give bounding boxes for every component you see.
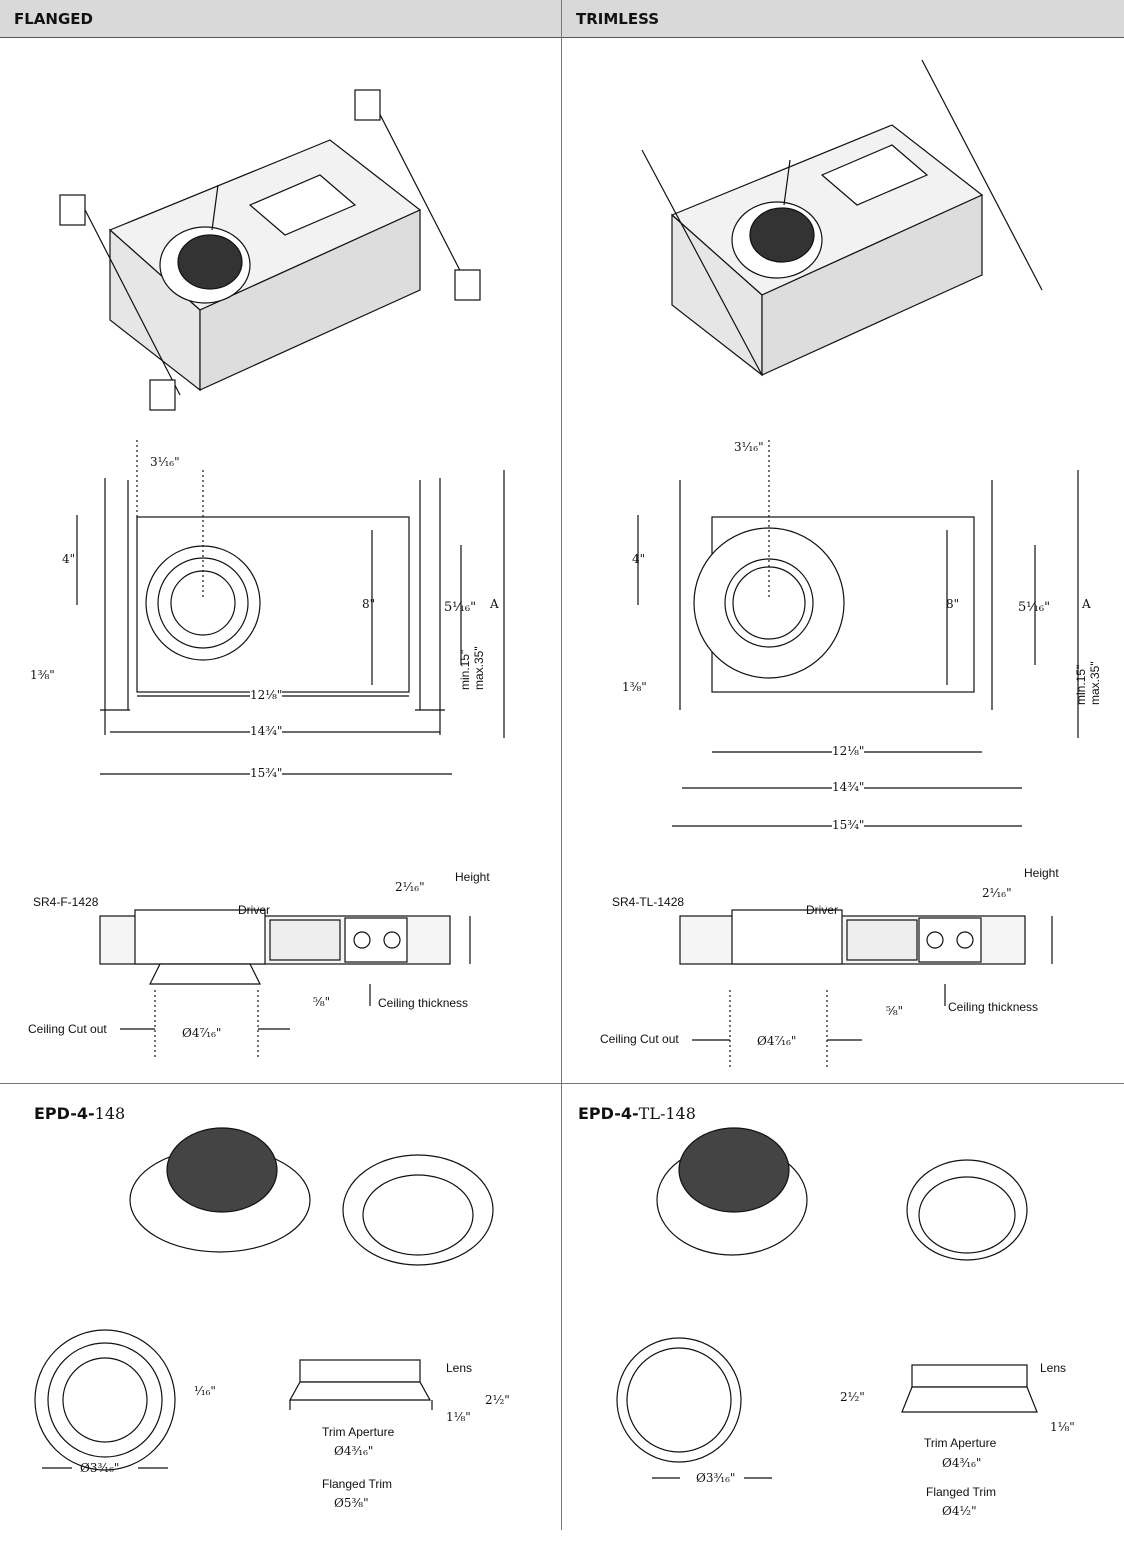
trim-height: 2¹⁄₂" bbox=[840, 1390, 865, 1404]
dim-5-1-16: 5¹⁄₁₆" bbox=[1018, 600, 1051, 615]
section-thickness-label: Ceiling thickness bbox=[948, 1000, 1039, 1014]
width-15: 15³⁄₄" bbox=[832, 818, 865, 832]
width-12: 12¹⁄₈" bbox=[832, 744, 865, 758]
column-divider bbox=[561, 0, 562, 1530]
trim-aperture-val: Ø4³⁄₁₆" bbox=[334, 1444, 374, 1458]
section-model: SR4-TL-1428 bbox=[612, 895, 685, 909]
section-height-label: Height bbox=[1024, 866, 1059, 880]
section-cutout-val: Ø4⁷⁄₁₆" bbox=[757, 1034, 797, 1048]
section-thickness-label: Ceiling thickness bbox=[378, 996, 469, 1010]
section-thickness-val: ⁵⁄₈" bbox=[886, 1004, 904, 1018]
trim-flanged-label: Flanged Trim bbox=[926, 1485, 997, 1499]
trim-front-dia: Ø3³⁄₁₆" bbox=[80, 1461, 120, 1475]
trimless-plan-view bbox=[637, 440, 1079, 827]
dim-5-1-16: 5¹⁄₁₆" bbox=[444, 600, 477, 615]
trim-flanged-label: Flanged Trim bbox=[322, 1477, 393, 1491]
height-max: max.35" bbox=[472, 646, 486, 690]
trim-flanged-val: Ø4¹⁄₂" bbox=[942, 1504, 977, 1518]
width-15: 15³⁄₄" bbox=[250, 766, 283, 780]
dim-8: 8" bbox=[362, 597, 376, 611]
trim-flange: ¹⁄₁₆" bbox=[194, 1384, 216, 1398]
width-14: 14³⁄₄" bbox=[250, 724, 283, 738]
trim-front-dia: Ø3³⁄₁₆" bbox=[696, 1471, 736, 1485]
dim-8: 8" bbox=[946, 597, 960, 611]
section-height-val: 2¹⁄₁₆" bbox=[395, 880, 425, 894]
section-cutout-val: Ø4⁷⁄₁₆" bbox=[182, 1026, 222, 1040]
flanged-plan-view bbox=[76, 440, 505, 775]
flanged-section-view bbox=[99, 909, 471, 1060]
width-14: 14³⁄₄" bbox=[832, 780, 865, 794]
dim-top-offset: 3¹⁄₁₆" bbox=[150, 455, 180, 469]
trimless-section-view bbox=[679, 909, 1053, 1070]
flanged-drawings bbox=[34, 89, 505, 1471]
trim-flanged-val: Ø5³⁄₈" bbox=[334, 1496, 369, 1510]
height-min: min.15" bbox=[458, 649, 472, 690]
section-cutout-label: Ceiling Cut out bbox=[28, 1022, 107, 1036]
trimless-isometric-housing bbox=[641, 59, 1043, 377]
section-driver: Driver bbox=[806, 903, 838, 917]
trim-aperture-val: Ø4³⁄₁₆" bbox=[942, 1456, 982, 1470]
flanged-labels: 3¹⁄₁₆" 4" 8" 5¹⁄₁₆" A min.15" max.35" 1³… bbox=[0, 0, 561, 1530]
section-cutout-label: Ceiling Cut out bbox=[600, 1032, 679, 1046]
header-flanged: FLANGED bbox=[0, 0, 561, 38]
dim-1-3-8: 1³⁄₈" bbox=[622, 680, 647, 694]
dim-a: A bbox=[490, 597, 499, 611]
dim-1-3-8: 1³⁄₈" bbox=[30, 668, 55, 682]
dim-4: 4" bbox=[62, 552, 76, 566]
trim-lens: Lens bbox=[446, 1361, 473, 1375]
product-code-flanged: EPD-4-148 bbox=[34, 1104, 126, 1123]
dim-a: A bbox=[1082, 597, 1091, 611]
trimless-product-views bbox=[616, 1127, 1038, 1479]
section-model: SR4-F-1428 bbox=[33, 895, 99, 909]
flanged-product-views bbox=[34, 1127, 494, 1471]
trimless-labels: 3¹⁄₁₆" 4" 8" 5¹⁄₁₆" A min.15" max.35" 1³… bbox=[562, 0, 1124, 1530]
trim-lens-drop: 1¹⁄₈" bbox=[446, 1410, 471, 1424]
section-driver: Driver bbox=[238, 903, 270, 917]
header-trimless: TRIMLESS bbox=[562, 0, 1124, 38]
trim-aperture-label: Trim Aperture bbox=[322, 1425, 395, 1439]
dim-4: 4" bbox=[632, 552, 646, 566]
trim-aperture-label: Trim Aperture bbox=[924, 1436, 997, 1450]
section-height-val: 2¹⁄₁₆" bbox=[982, 886, 1012, 900]
height-min: min.15" bbox=[1074, 664, 1088, 705]
width-12: 12¹⁄₈" bbox=[250, 688, 283, 702]
flanged-isometric-housing bbox=[59, 89, 481, 411]
trim-height: 2¹⁄₂" bbox=[485, 1393, 510, 1407]
trim-lens: Lens bbox=[1040, 1361, 1067, 1375]
section-height-label: Height bbox=[455, 870, 490, 884]
product-code-trimless: EPD-4-TL-148 bbox=[578, 1104, 696, 1123]
section-divider bbox=[0, 1083, 1124, 1084]
trimless-drawings bbox=[616, 59, 1079, 1479]
section-thickness-val: ⁵⁄₈" bbox=[313, 995, 331, 1009]
dim-top-offset: 3¹⁄₁₆" bbox=[734, 440, 764, 454]
trim-lens-drop: 1¹⁄₈" bbox=[1050, 1420, 1075, 1434]
height-max: max.35" bbox=[1088, 661, 1102, 705]
